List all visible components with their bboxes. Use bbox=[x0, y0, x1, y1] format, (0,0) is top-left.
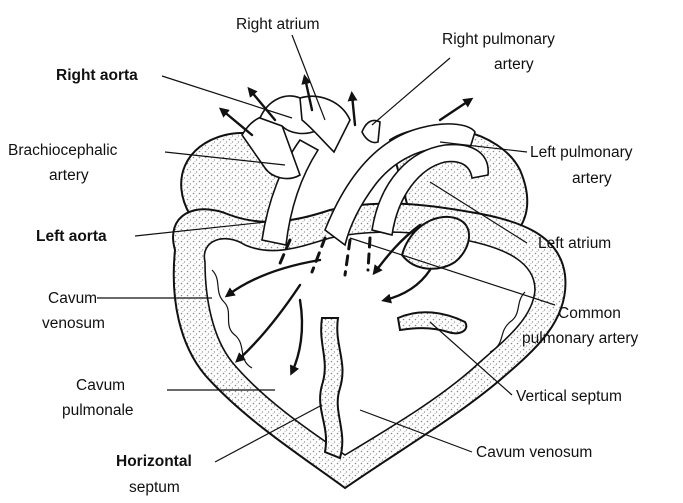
label-left-aorta: Left aorta bbox=[36, 228, 107, 245]
label-right-pulmonary-line1: Right pulmonary bbox=[442, 31, 555, 48]
label-common-pulmonary-line2: pulmonary artery bbox=[522, 330, 639, 347]
label-brachiocephalic-line2: artery bbox=[49, 167, 89, 184]
label-vertical-septum: Vertical septum bbox=[516, 388, 622, 405]
label-horizontal-septum-line2: septum bbox=[129, 479, 180, 496]
label-cavum-venosum-bottom: Cavum venosum bbox=[476, 444, 592, 461]
label-left-pulmonary-line2: artery bbox=[572, 170, 612, 187]
label-right-pulmonary-line2: artery bbox=[494, 56, 534, 73]
label-common-pulmonary-line1: Common bbox=[558, 305, 621, 322]
flow-arrow-right-pulmonary bbox=[352, 95, 355, 125]
label-left-atrium: Left atrium bbox=[538, 235, 611, 252]
flow-arrow-left-pulmonary bbox=[440, 100, 470, 120]
label-horizontal-septum-line1: Horizontal bbox=[116, 453, 192, 470]
label-left-pulmonary-line1: Left pulmonary bbox=[530, 144, 633, 161]
label-cavum-venosum-left-line2: venosum bbox=[42, 315, 105, 332]
label-brachiocephalic-line1: Brachiocephalic bbox=[8, 142, 118, 159]
label-right-aorta: Right aorta bbox=[56, 67, 138, 84]
flow-arrow-brachiocephalic bbox=[222, 110, 252, 135]
leader-right-pulmonary bbox=[372, 58, 450, 125]
label-cavum-venosum-left-line1: Cavum bbox=[48, 290, 97, 307]
label-cavum-pulmonale-line1: Cavum bbox=[76, 377, 125, 394]
label-right-atrium: Right atrium bbox=[236, 16, 320, 33]
right-pulmonary-vessel bbox=[362, 120, 380, 142]
label-cavum-pulmonale-line2: pulmonale bbox=[62, 402, 134, 419]
leader-right-aorta bbox=[162, 76, 292, 118]
